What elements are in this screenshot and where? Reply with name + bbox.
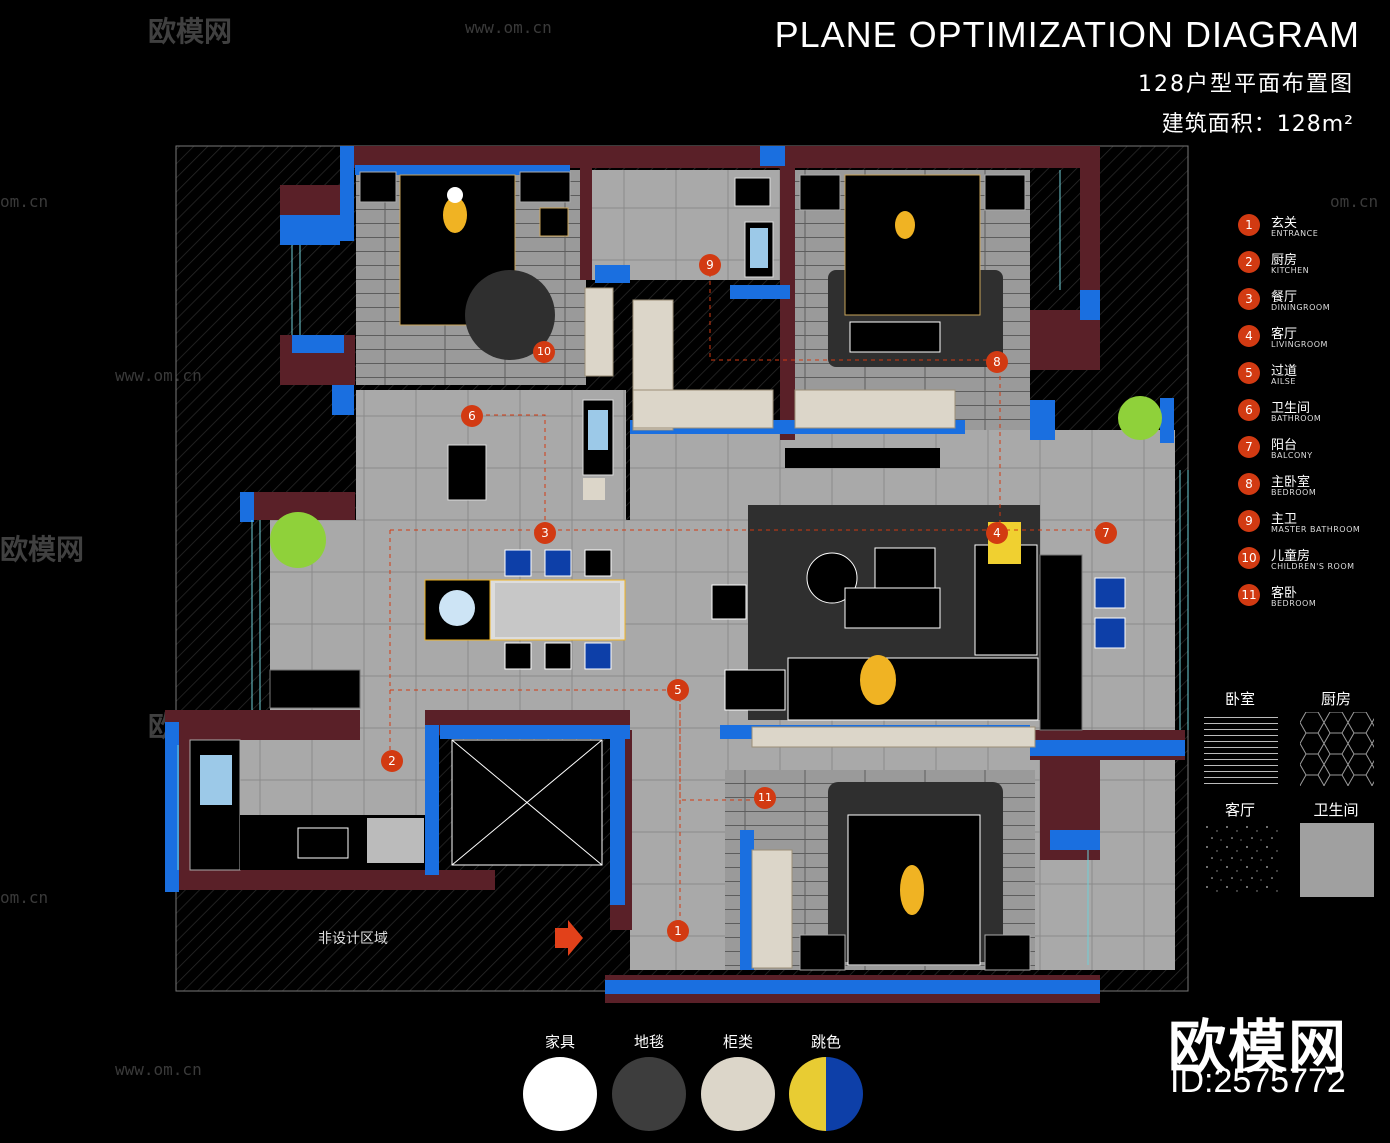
watermark-url: www.om.cn	[465, 18, 552, 37]
material-label-living: 客厅	[1224, 801, 1255, 819]
material-swatch-gray	[1300, 823, 1374, 897]
plan-marker-5: 5	[667, 679, 689, 701]
palette-label-cabinet: 柜类	[722, 1033, 753, 1051]
legend-number: 7	[1238, 436, 1260, 458]
palette-label-accent: 跳色	[810, 1033, 841, 1051]
watermark-logo: 欧模网	[148, 15, 233, 48]
legend-cn: 卫生间	[1271, 401, 1311, 416]
plan-marker-10: 10	[533, 341, 555, 363]
legend-cn: 客厅	[1271, 327, 1298, 342]
legend-en: DININGROOM	[1271, 303, 1331, 312]
legend-en: CHILDREN'S ROOM	[1271, 562, 1355, 571]
legend-number: 6	[1238, 399, 1260, 421]
material-label-kitchen: 厨房	[1320, 690, 1351, 708]
brand-logo: 欧模网	[1168, 1013, 1349, 1081]
plan-marker-4: 4	[986, 522, 1008, 544]
material-swatch-speckle	[1204, 823, 1278, 897]
watermark-logo: 欧模网	[0, 533, 85, 566]
plan-marker-1: 1	[667, 920, 689, 942]
palette-swatch-cabinet	[701, 1057, 775, 1131]
legend-en: BATHROOM	[1271, 414, 1322, 423]
legend-cn: 玄关	[1271, 216, 1298, 231]
legend-cn: 餐厅	[1271, 290, 1298, 305]
legend-number: 5	[1238, 362, 1260, 384]
building-area: 建筑面积：128m²	[1161, 112, 1354, 137]
legend-cn: 过道	[1271, 364, 1298, 379]
legend-cn: 客卧	[1271, 586, 1298, 601]
legend-en: BALCONY	[1271, 451, 1313, 460]
palette-swatch-accent	[789, 1057, 863, 1131]
plan-subtitle: 128户型平面布置图	[1138, 72, 1354, 97]
legend-en: LIVINGROOM	[1271, 340, 1328, 349]
palette-label-furniture: 家具	[544, 1033, 575, 1051]
non-design-area-label: 非设计区域	[318, 931, 388, 947]
legend-number: 3	[1238, 288, 1260, 310]
legend-cn: 主卧室	[1271, 475, 1311, 490]
watermark-url: om.cn	[1330, 192, 1379, 211]
legend-en: KITCHEN	[1271, 266, 1310, 275]
legend-number: 1	[1238, 214, 1260, 236]
brand-id: ID:2575772	[1170, 1062, 1346, 1100]
legend-cn: 阳台	[1271, 438, 1298, 453]
legend-cn: 主卫	[1271, 512, 1298, 527]
watermark-url: om.cn	[0, 192, 49, 211]
plan-marker-3: 3	[534, 522, 556, 544]
legend-en: BEDROOM	[1271, 488, 1317, 497]
legend-cn: 儿童房	[1271, 549, 1311, 564]
legend-en: MASTER BATHROOM	[1271, 525, 1361, 534]
legend-number: 10	[1238, 547, 1260, 569]
legend-number: 4	[1238, 325, 1260, 347]
legend-en: ENTRANCE	[1271, 229, 1319, 238]
material-label-bedroom: 卧室	[1224, 690, 1255, 708]
watermark-url: www.om.cn	[115, 1060, 202, 1079]
plan-marker-7: 7	[1095, 522, 1117, 544]
page-title: PLANE OPTIMIZATION DIAGRAM	[774, 14, 1360, 55]
material-swatch-wood	[1204, 712, 1278, 786]
plan-marker-11: 11	[754, 787, 776, 809]
plan-marker-6: 6	[461, 405, 483, 427]
legend-number: 8	[1238, 473, 1260, 495]
legend-number: 9	[1238, 510, 1260, 532]
plan-marker-2: 2	[381, 750, 403, 772]
watermark-url: om.cn	[0, 888, 49, 907]
legend-en: BEDROOM	[1271, 599, 1317, 608]
palette-label-carpet: 地毯	[633, 1033, 664, 1051]
legend-number: 11	[1238, 584, 1260, 606]
material-swatch-hex	[1300, 712, 1374, 786]
palette-swatch-carpet	[612, 1057, 686, 1131]
palette-swatch-furniture	[523, 1057, 597, 1131]
plan-marker-8: 8	[986, 351, 1008, 373]
legend-number: 2	[1238, 251, 1260, 273]
material-label-bathroom: 卫生间	[1313, 801, 1359, 819]
legend-cn: 厨房	[1271, 253, 1298, 268]
plan-marker-9: 9	[699, 254, 721, 276]
legend-en: AILSE	[1271, 377, 1296, 386]
